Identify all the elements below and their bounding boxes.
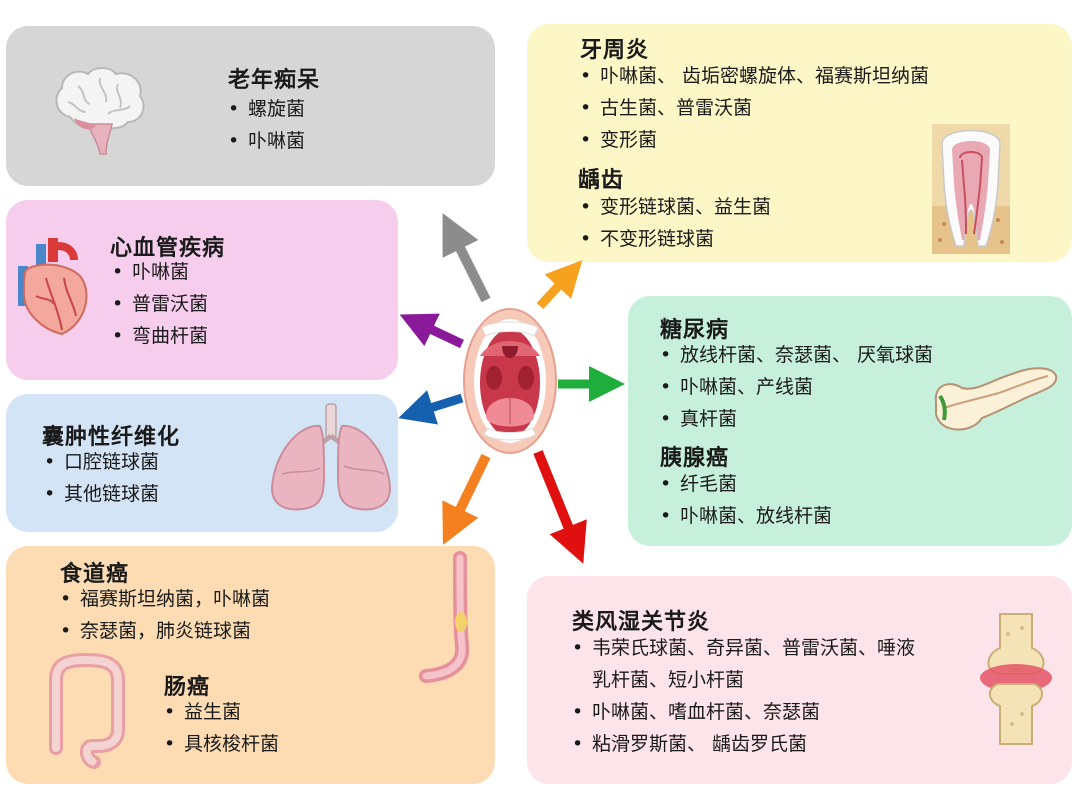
knee-joint-icon <box>980 613 1052 745</box>
periodontitis-list: 卟啉菌、 齿垢密螺旋体、福赛斯坦纳菌 古生菌、普雷沃菌 变形菌 <box>578 60 929 156</box>
caries-list: 变形链球菌、益生菌 不变形链球菌 <box>578 191 771 255</box>
esophagus-icon <box>419 551 470 683</box>
pancreatic-title: 胰腺癌 <box>660 446 730 471</box>
heart-icon <box>18 238 88 336</box>
list-item: 卟啉菌、 齿垢密螺旋体、福赛斯坦纳菌 <box>578 60 929 92</box>
pancreatic-list: 纤毛菌 卟啉菌、放线杆菌 <box>658 468 832 532</box>
intestine-icon <box>49 652 125 769</box>
periodontitis-title: 牙周炎 <box>580 38 650 63</box>
list-item: 卟啉菌、嗜血杆菌、奈瑟菌 <box>570 696 917 728</box>
list-item: 韦荣氏球菌、奇异菌、普雷沃菌、唾液乳杆菌、短小杆菌 <box>570 632 917 696</box>
pancreas-icon <box>934 367 1058 431</box>
cystic-fibrosis-list: 口腔链球菌 其他链球菌 <box>42 446 159 510</box>
list-item: 福赛斯坦纳菌，卟啉菌 <box>58 583 270 615</box>
list-item: 卟啉菌 <box>110 256 208 288</box>
arrow-to-rheumatoid <box>533 450 587 564</box>
list-item: 不变形链球菌 <box>578 223 771 255</box>
list-item: 变形菌 <box>578 124 929 156</box>
rheumatoid-title: 类风湿关节炎 <box>572 610 711 635</box>
list-item: 螺旋菌 <box>226 93 305 125</box>
diabetes-list: 放线杆菌、奈瑟菌、 厌氧球菌 卟啉菌、产线菌 真杆菌 <box>658 339 933 435</box>
list-item: 口腔链球菌 <box>42 446 159 478</box>
list-item: 真杆菌 <box>658 403 933 435</box>
cardiovascular-list: 卟啉菌 普雷沃菌 弯曲杆菌 <box>110 256 208 352</box>
lungs-icon <box>270 403 392 511</box>
list-item: 放线杆菌、奈瑟菌、 厌氧球菌 <box>658 339 933 371</box>
list-item: 具核梭杆菌 <box>162 728 279 760</box>
list-item: 卟啉菌 <box>226 125 305 157</box>
arrow-to-oral <box>536 260 583 310</box>
colorectal-list: 益生菌 具核梭杆菌 <box>162 696 279 760</box>
list-item: 卟啉菌、产线菌 <box>658 371 933 403</box>
caries-title: 龋齿 <box>578 168 625 193</box>
tooth-icon <box>932 124 1010 254</box>
arrow-to-cardiovascular <box>399 313 464 349</box>
rheumatoid-list: 韦荣氏球菌、奇异菌、普雷沃菌、唾液乳杆菌、短小杆菌 卟啉菌、嗜血杆菌、奈瑟菌 粘… <box>570 632 917 760</box>
alzheimers-title: 老年痴呆 <box>228 68 321 93</box>
list-item: 普雷沃菌 <box>110 288 208 320</box>
list-item: 弯曲杆菌 <box>110 320 208 352</box>
arrow-to-cystic-fibrosis <box>398 390 464 425</box>
open-mouth-icon <box>463 308 557 454</box>
brain-icon <box>55 67 145 155</box>
list-item: 益生菌 <box>162 696 279 728</box>
list-item: 变形链球菌、益生菌 <box>578 191 771 223</box>
list-item: 古生菌、普雷沃菌 <box>578 92 929 124</box>
alzheimers-list: 螺旋菌 卟啉菌 <box>226 93 305 157</box>
list-item: 卟啉菌、放线杆菌 <box>658 500 832 532</box>
list-item: 奈瑟菌，肺炎链球菌 <box>58 615 270 647</box>
list-item: 其他链球菌 <box>42 478 159 510</box>
esophageal-list: 福赛斯坦纳菌，卟啉菌 奈瑟菌，肺炎链球菌 <box>58 583 270 647</box>
list-item: 粘滑罗斯菌、 龋齿罗氏菌 <box>570 728 917 760</box>
list-item: 纤毛菌 <box>658 468 832 500</box>
arrow-to-alzheimers <box>442 213 491 303</box>
arrow-to-digestive <box>442 453 491 546</box>
